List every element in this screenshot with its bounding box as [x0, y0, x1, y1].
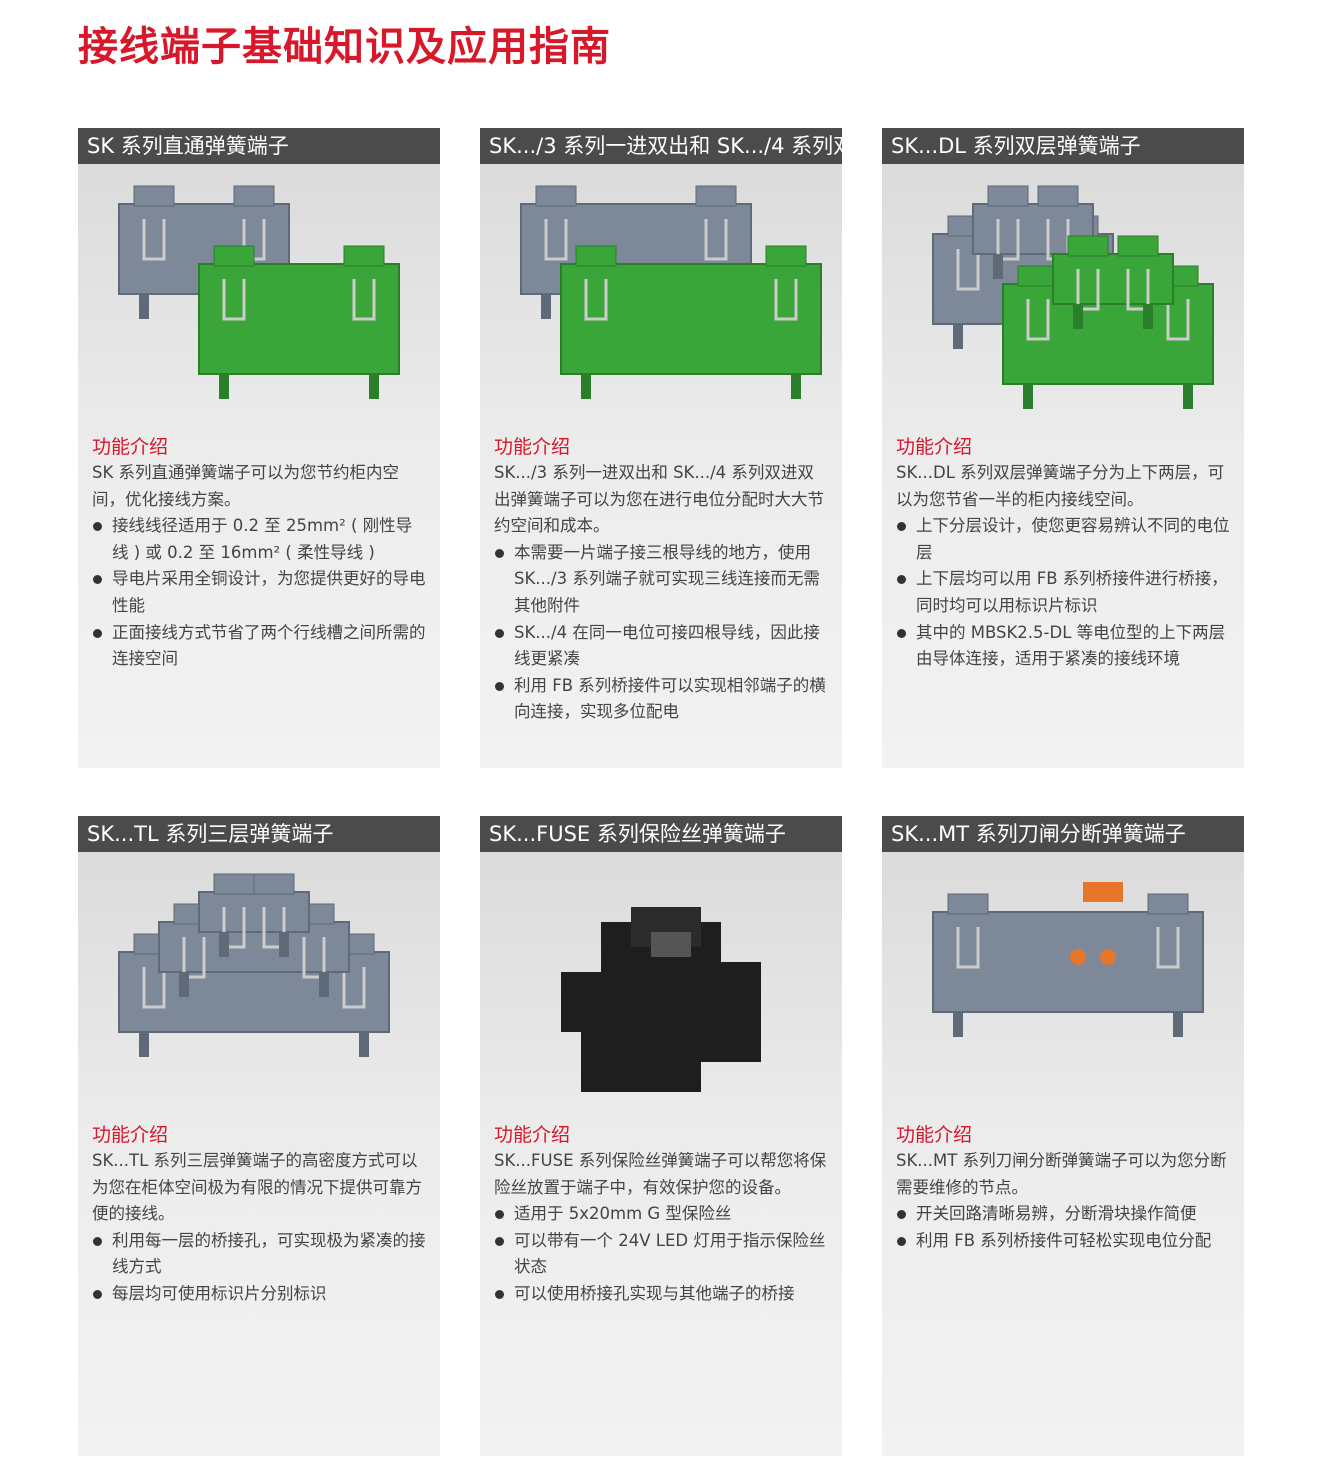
- page-title: 接线端子基础知识及应用指南: [78, 24, 611, 70]
- product-card: SK...MT 系列刀闸分断弹簧端子 功能介绍 SK...MT 系列刀闸分断弹簧…: [882, 816, 1244, 1456]
- card-header: SK...TL 系列三层弹簧端子: [78, 816, 440, 852]
- bullet-list: 上下分层设计，使您更容易辨认不同的电位层上下层均可以用 FB 系列桥接件进行桥接…: [896, 513, 1232, 673]
- knife-disconnect-terminal-image: [882, 852, 1244, 1122]
- bullet-list: 开关回路清晰易辨，分断滑块操作简便利用 FB 系列桥接件可轻松实现电位分配: [896, 1201, 1232, 1254]
- bullet-item: SK.../4 在同一电位可接四根导线，因此接线更紧凑: [494, 620, 830, 673]
- bullet-item: 每层均可使用标识片分别标识: [92, 1281, 428, 1308]
- intro-text: SK 系列直通弹簧端子可以为您节约柜内空间，优化接线方案。: [92, 463, 400, 509]
- card-header: SK.../3 系列一进双出和 SK.../4 系列双进双出弹簧端子: [480, 128, 842, 164]
- product-card: SK...TL 系列三层弹簧端子 功能介绍 SK...TL 系列三层弹簧端子的高…: [78, 816, 440, 1456]
- bullet-item: 适用于 5x20mm G 型保险丝: [494, 1201, 830, 1228]
- card-header: SK 系列直通弹簧端子: [78, 128, 440, 164]
- triple-level-terminal-image: [78, 852, 440, 1122]
- fuse-terminal-image: [480, 852, 842, 1122]
- bullet-item: 利用每一层的桥接孔，可实现极为紧凑的接线方式: [92, 1228, 428, 1281]
- intro-text: SK...MT 系列刀闸分断弹簧端子可以为您分断需要维修的节点。: [896, 1151, 1227, 1197]
- bullet-item: 利用 FB 系列桥接件可轻松实现电位分配: [896, 1228, 1232, 1255]
- bullet-list: 接线线径适用于 0.2 至 25mm² ( 刚性导线 ) 或 0.2 至 16m…: [92, 513, 428, 673]
- bullet-item: 可以使用桥接孔实现与其他端子的桥接: [494, 1281, 830, 1308]
- intro-text: SK...TL 系列三层弹簧端子的高密度方式可以为您在柜体空间极为有限的情况下提…: [92, 1151, 422, 1224]
- feature-title: 功能介绍: [494, 1124, 571, 1146]
- feature-title: 功能介绍: [896, 1124, 973, 1146]
- bullet-list: 本需要一片端子接三根导线的地方，使用 SK.../3 系列端子就可实现三线连接而…: [494, 540, 830, 726]
- card-header: SK...DL 系列双层弹簧端子: [882, 128, 1244, 164]
- product-card: SK.../3 系列一进双出和 SK.../4 系列双进双出弹簧端子 功能介绍 …: [480, 128, 842, 768]
- feature-title: 功能介绍: [92, 436, 169, 458]
- multi-wire-spring-terminal-image: [480, 164, 842, 434]
- product-card: SK...DL 系列双层弹簧端子 功能介绍 SK...DL 系列双层弹簧端子分为…: [882, 128, 1244, 768]
- bullet-item: 上下分层设计，使您更容易辨认不同的电位层: [896, 513, 1232, 566]
- straight-spring-terminal-image: [78, 164, 440, 434]
- bullet-item: 利用 FB 系列桥接件可以实现相邻端子的横向连接，实现多位配电: [494, 673, 830, 726]
- bullet-list: 利用每一层的桥接孔，可实现极为紧凑的接线方式每层均可使用标识片分别标识: [92, 1228, 428, 1308]
- bullet-item: 其中的 MBSK2.5-DL 等电位型的上下两层由导体连接，适用于紧凑的接线环境: [896, 620, 1232, 673]
- bullet-item: 本需要一片端子接三根导线的地方，使用 SK.../3 系列端子就可实现三线连接而…: [494, 540, 830, 620]
- bullet-item: 开关回路清晰易辨，分断滑块操作简便: [896, 1201, 1232, 1228]
- feature-title: 功能介绍: [494, 436, 571, 458]
- bullet-item: 上下层均可以用 FB 系列桥接件进行桥接，同时均可以用标识片标识: [896, 566, 1232, 619]
- intro-text: SK.../3 系列一进双出和 SK.../4 系列双进双出弹簧端子可以为您在进…: [494, 463, 824, 536]
- product-card: SK...FUSE 系列保险丝弹簧端子 功能介绍 SK...FUSE 系列保险丝…: [480, 816, 842, 1456]
- bullet-item: 正面接线方式节省了两个行线槽之间所需的连接空间: [92, 620, 428, 673]
- bullet-item: 接线线径适用于 0.2 至 25mm² ( 刚性导线 ) 或 0.2 至 16m…: [92, 513, 428, 566]
- card-header: SK...MT 系列刀闸分断弹簧端子: [882, 816, 1244, 852]
- bullet-list: 适用于 5x20mm G 型保险丝可以带有一个 24V LED 灯用于指示保险丝…: [494, 1201, 830, 1307]
- intro-text: SK...DL 系列双层弹簧端子分为上下两层，可以为您节省一半的柜内接线空间。: [896, 463, 1225, 509]
- card-header: SK...FUSE 系列保险丝弹簧端子: [480, 816, 842, 852]
- bullet-item: 可以带有一个 24V LED 灯用于指示保险丝状态: [494, 1228, 830, 1281]
- feature-title: 功能介绍: [92, 1124, 169, 1146]
- product-card: SK 系列直通弹簧端子 功能介绍 SK 系列直通弹簧端子可以为您节约柜内空间，优…: [78, 128, 440, 768]
- feature-title: 功能介绍: [896, 436, 973, 458]
- double-level-terminal-image: [882, 164, 1244, 434]
- intro-text: SK...FUSE 系列保险丝弹簧端子可以帮您将保险丝放置于端子中，有效保护您的…: [494, 1151, 827, 1197]
- bullet-item: 导电片采用全铜设计，为您提供更好的导电性能: [92, 566, 428, 619]
